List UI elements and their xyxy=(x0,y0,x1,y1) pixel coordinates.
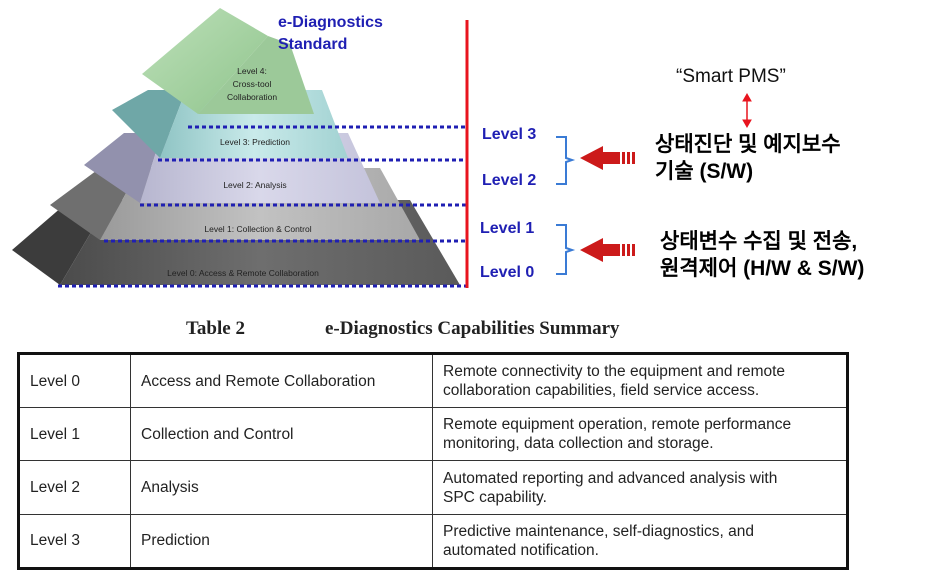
lower-bracket xyxy=(556,224,576,275)
table-row: Level 1 Collection and Control Remote eq… xyxy=(18,407,848,462)
standard-heading: e-Diagnostics Standard xyxy=(278,12,383,56)
lower-group-line1: 상태변수 수집 및 전송, xyxy=(660,230,858,253)
row-description-line: Remote connectivity to the equipment and… xyxy=(443,363,786,381)
row-level: Level 2 xyxy=(18,460,131,515)
level-boundary-lines xyxy=(58,125,466,288)
level-marker-1: Level 1 xyxy=(480,220,535,237)
tier-2-label: Level 2: Analysis xyxy=(223,180,286,190)
tier-0-label: Level 0: Access & Remote Collaboration xyxy=(167,268,319,278)
table-number: Table 2 xyxy=(186,318,245,339)
upper-arrow-icon xyxy=(580,146,635,170)
table-row: Level 0 Access and Remote Collaboration … xyxy=(18,352,848,409)
table-caption: Table 2 e-Diagnostics Capabilities Summar… xyxy=(186,318,746,340)
row-name: Collection and Control xyxy=(130,407,433,462)
tier-4-label-line2: Cross-tool xyxy=(233,79,272,89)
level-marker-0: Level 0 xyxy=(480,264,535,281)
upper-bracket xyxy=(556,136,576,185)
upper-group-line1: 상태진단 및 예지보수 xyxy=(655,133,841,156)
standard-heading-line1: e-Diagnostics xyxy=(278,14,383,31)
lower-group-line2: 원격제어 (H/W & S/W) xyxy=(660,257,865,280)
lower-arrow-icon xyxy=(580,238,635,262)
row-name: Access and Remote Collaboration xyxy=(130,352,433,409)
double-arrow-icon xyxy=(742,92,752,129)
row-description-line: Predictive maintenance, self-diagnostics… xyxy=(443,522,755,540)
row-description: Remote equipment operation, remote perfo… xyxy=(432,407,848,462)
row-level: Level 0 xyxy=(18,352,131,409)
row-description-line: monitoring, data collection and storage. xyxy=(443,435,714,453)
row-name: Analysis xyxy=(130,460,433,515)
tier-1-label: Level 1: Collection & Control xyxy=(204,224,311,234)
table-row: Level 3 Prediction Predictive maintenanc… xyxy=(18,513,848,570)
row-level: Level 1 xyxy=(18,407,131,462)
row-description-line: automated notification. xyxy=(443,541,599,559)
upper-group-description: 상태진단 및 예지보수 기술 (S/W) xyxy=(655,131,841,185)
upper-group-line2: 기술 (S/W) xyxy=(655,160,754,183)
level-marker-2: Level 2 xyxy=(482,172,537,189)
row-name: Prediction xyxy=(130,513,433,570)
tier-3-label: Level 3: Prediction xyxy=(220,137,290,147)
row-description-line: Remote equipment operation, remote perfo… xyxy=(443,416,792,434)
tier-4-label-line3: Collaboration xyxy=(227,92,277,102)
row-description-line: SPC capability. xyxy=(443,488,547,506)
row-description-line: collaboration capabilities, field servic… xyxy=(443,382,760,400)
row-description-line: Automated reporting and advanced analysi… xyxy=(443,469,778,487)
row-description: Predictive maintenance, self-diagnostics… xyxy=(432,513,848,570)
level-marker-3: Level 3 xyxy=(482,126,537,143)
table-row: Level 2 Analysis Automated reporting and… xyxy=(18,460,848,515)
capabilities-table: Level 0 Access and Remote Collaboration … xyxy=(17,352,849,570)
smart-pms-label: “Smart PMS” xyxy=(676,66,786,87)
tier-4-label-line1: Level 4: xyxy=(237,66,267,76)
pyramid-tier-4: Level 4: Cross-tool Collaboration xyxy=(142,8,314,114)
row-description: Automated reporting and advanced analysi… xyxy=(432,460,848,515)
row-level: Level 3 xyxy=(18,513,131,570)
lower-group-description: 상태변수 수집 및 전송, 원격제어 (H/W & S/W) xyxy=(660,228,864,282)
table-title: e-Diagnostics Capabilities Summary xyxy=(325,318,620,339)
e-diagnostics-pyramid: Level 0: Access & Remote Collaboration L… xyxy=(12,8,752,288)
row-description: Remote connectivity to the equipment and… xyxy=(432,352,848,409)
standard-heading-line2: Standard xyxy=(278,36,348,53)
